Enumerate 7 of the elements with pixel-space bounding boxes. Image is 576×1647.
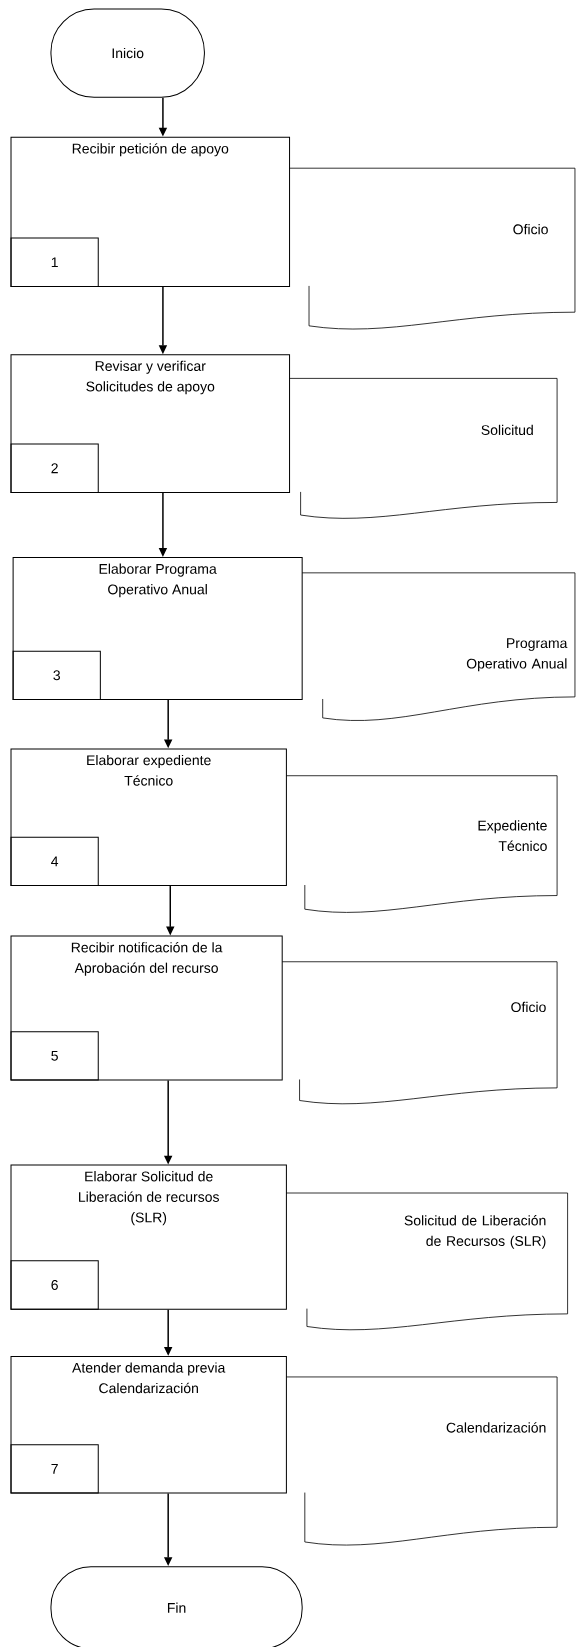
step-number-box: 4 [10, 836, 99, 887]
step-number-box: 2 [10, 443, 99, 493]
step-number-box: 1 [10, 237, 99, 287]
step-number-box: 5 [10, 1031, 99, 1081]
step-number-box: 7 [10, 1444, 99, 1494]
step-number-box: 6 [10, 1260, 99, 1310]
step-number-box: 3 [12, 650, 101, 700]
